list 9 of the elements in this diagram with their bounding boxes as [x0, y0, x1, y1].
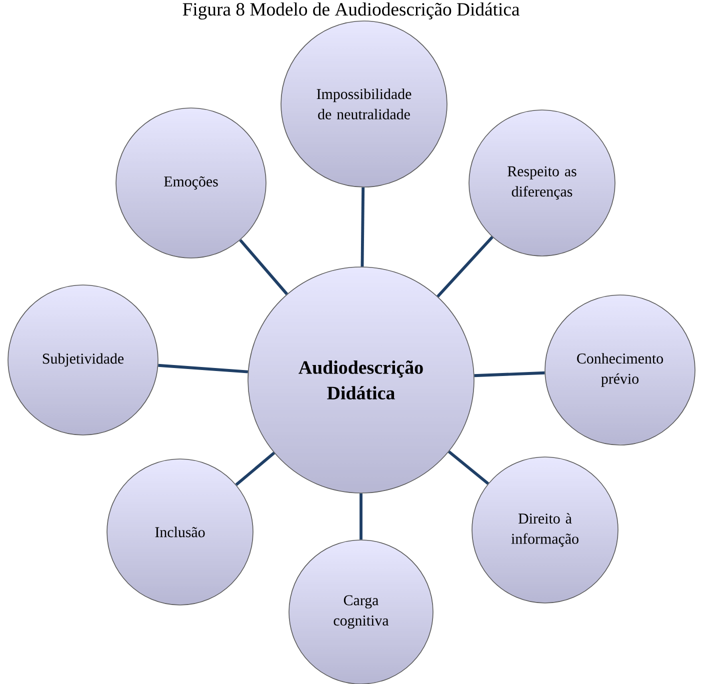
- connector-line: [474, 371, 545, 378]
- connector-line: [448, 450, 490, 485]
- connector-line: [158, 364, 248, 374]
- figure-title: Figura 8 Modelo de Audiodescrição Didática: [182, 2, 520, 20]
- connector-line: [239, 239, 288, 296]
- connector-line: [436, 236, 494, 298]
- connector-line: [235, 452, 276, 486]
- connector-line: [360, 187, 365, 267]
- connector-line: [360, 493, 362, 540]
